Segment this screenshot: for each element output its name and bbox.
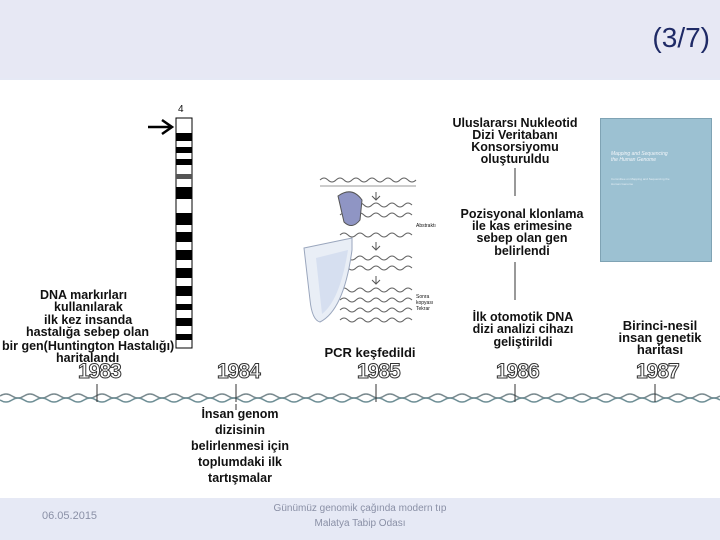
- year-1987: 1987: [636, 360, 679, 384]
- year-1986: 1986: [496, 360, 539, 384]
- book-subtitle: Committee on Mapping and Sequencing the …: [611, 177, 671, 187]
- pcr-label-group: Sonra kopyası Tekrar: [416, 294, 433, 312]
- book-title-line2: the Human Genome: [611, 157, 668, 163]
- book-title: Mapping and Sequencing the Human Genome: [611, 151, 668, 163]
- chromosome-4-graphic: [148, 118, 192, 348]
- event-1984-line5: tartışmalar: [160, 472, 320, 484]
- event-1984-line3: belirlenmesi için: [160, 440, 320, 452]
- year-1983: 1983: [78, 360, 121, 384]
- year-1985: 1985: [357, 360, 400, 384]
- book-cover-image: Mapping and Sequencing the Human Genome …: [600, 118, 712, 262]
- footer-date: 06.05.2015: [42, 510, 97, 522]
- event-1987-line3: haritası: [604, 344, 716, 356]
- event-1983-line2: kullanılarak: [54, 301, 123, 313]
- event-1984-line2: dizisinin: [160, 424, 320, 436]
- event-1984-line1: İnsan genom: [160, 408, 320, 420]
- event-1986c-line3: geliştirildi: [448, 336, 598, 348]
- footer-line2: Malatya Tabip Odası: [240, 518, 480, 529]
- footer-line1: Günümüz genomik çağında modern tıp: [240, 503, 480, 514]
- pcr-diagram: [304, 178, 416, 322]
- event-1986b-line4: belirlendi: [440, 245, 604, 257]
- event-1986a-line4: oluşturuldu: [430, 153, 600, 165]
- event-1985: PCR keşfedildi: [300, 347, 440, 359]
- event-1986b-line3: sebep olan gen: [440, 232, 604, 244]
- pcr-label-4: Tekrar: [416, 306, 433, 312]
- event-1986c-line2: dizi analizi cihazı: [448, 323, 598, 335]
- chromosome-number: 4: [178, 104, 184, 116]
- event-1984-line4: toplumdaki ilk: [160, 456, 320, 468]
- pcr-label-1: Abstraktı: [416, 220, 436, 232]
- year-1984: 1984: [217, 360, 260, 384]
- dna-helix-axis: [0, 394, 720, 402]
- event-1983-line4: hastalığa sebep olan: [26, 326, 149, 338]
